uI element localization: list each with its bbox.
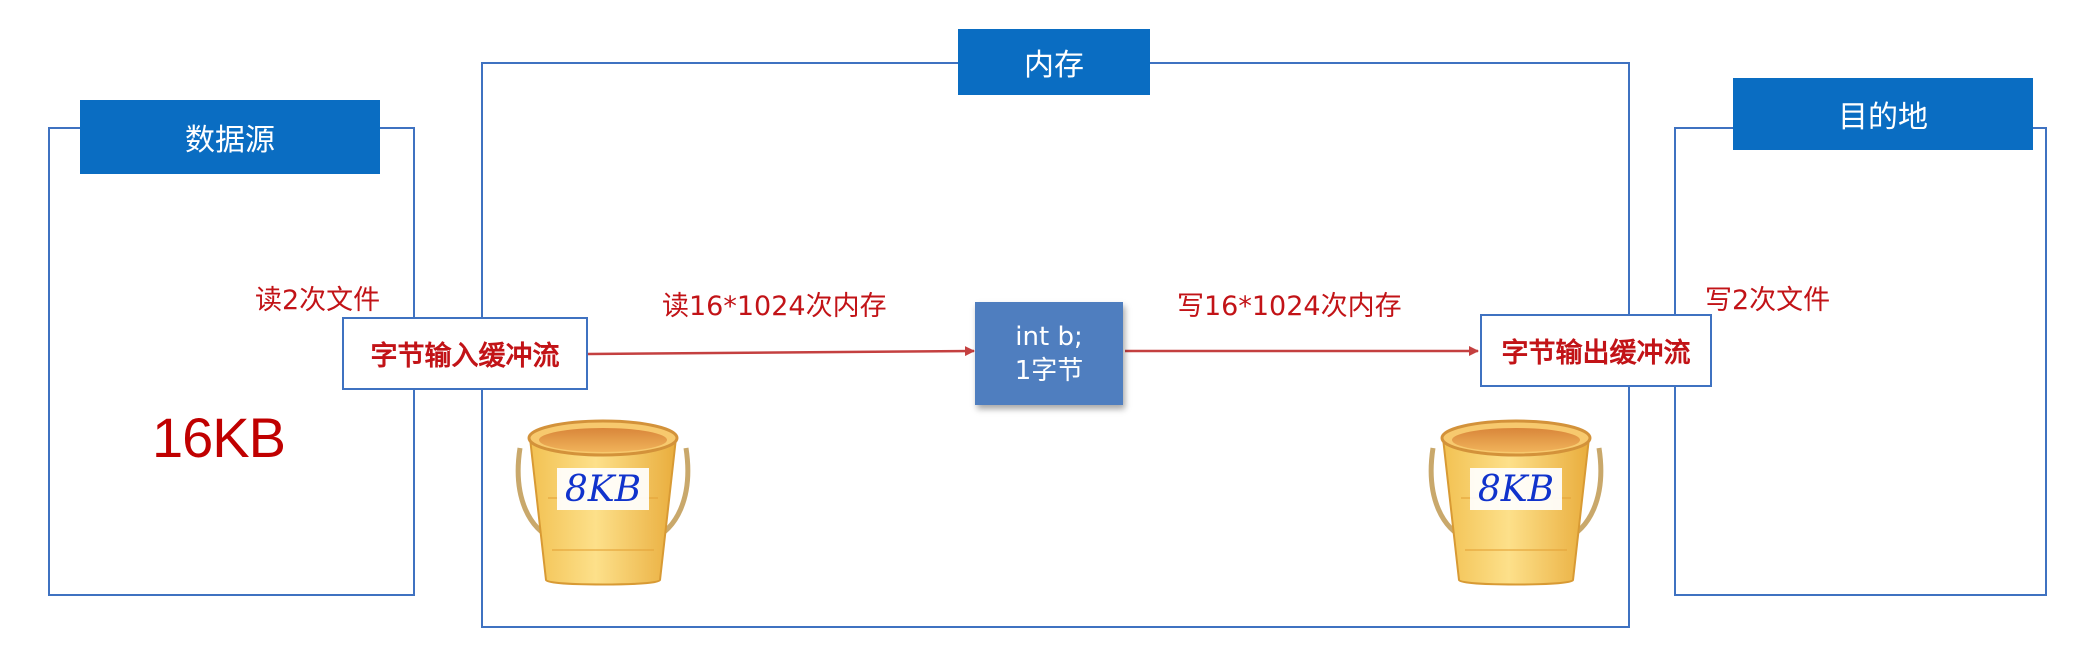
bucket-icon <box>1428 419 1604 586</box>
memory-title: 内存 <box>958 29 1150 95</box>
source-read-label: 读2次文件 <box>255 285 381 316</box>
source-size: 16KB <box>152 406 286 469</box>
input-stream-box: 字节输入缓冲流 <box>342 317 588 390</box>
byte-variable-size: 1字节 <box>1014 355 1084 386</box>
byte-variable-decl: int b; <box>1015 321 1083 352</box>
destination-title: 目的地 <box>1733 78 2033 150</box>
buffer-left-label: 8KB <box>564 468 642 510</box>
buffer-bucket-left: 8KB <box>512 410 694 590</box>
memory-write-label: 写16*1024次内存 <box>1177 291 1402 322</box>
source-title: 数据源 <box>80 100 380 174</box>
output-stream-box: 字节输出缓冲流 <box>1480 314 1712 387</box>
memory-read-label: 读16*1024次内存 <box>662 291 887 322</box>
buffer-right-label: 8KB <box>1477 468 1555 510</box>
bucket-icon <box>515 419 691 586</box>
destination-write-label: 写2次文件 <box>1705 285 1831 316</box>
arrow-input-to-byte <box>587 346 975 357</box>
byte-variable-box: int b; 1字节 <box>975 302 1123 405</box>
buffer-bucket-right: 8KB <box>1425 410 1607 590</box>
